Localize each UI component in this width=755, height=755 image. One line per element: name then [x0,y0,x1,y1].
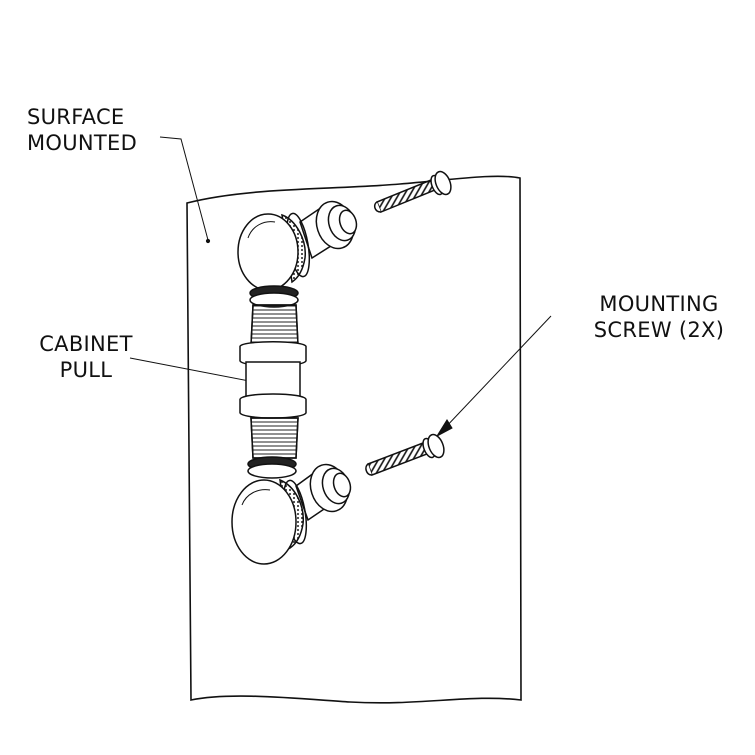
leader-lines [129,136,552,438]
lower-knurled-section [250,417,299,459]
bottom-ring [247,456,297,479]
bottom-ball-end [231,478,308,565]
surface-label-line1: SURFACE [27,105,125,129]
top-standoff [299,200,358,260]
mounting-screw-label: MOUNTING SCREW (2X) [588,291,730,343]
top-mounting-screw [373,170,452,213]
cabinet-pull [231,200,358,565]
top-ball-end [237,212,311,291]
screw-label-line2: SCREW (2X) [593,318,725,342]
screw-label-line1: MOUNTING [599,292,719,316]
upper-knurled-section [250,304,299,346]
screw-leader-line [442,315,552,431]
bottom-mounting-screw [365,433,445,476]
surface-label-line2: MOUNTED [27,131,138,155]
grip-middle [245,361,301,399]
pull-label-line2: PULL [59,358,113,382]
cabinet-surface-panel [186,175,522,704]
surface-leader-dot [205,238,211,244]
cabinet-pull-label: CABINET PULL [30,331,142,383]
surface-leader-line [159,136,209,241]
top-ring [249,285,299,308]
pull-label-line1: CABINET [39,332,133,356]
surface-mounted-label: SURFACE MOUNTED [27,104,137,156]
lower-collar [239,393,307,419]
screw-leader-arrowhead [435,419,453,438]
